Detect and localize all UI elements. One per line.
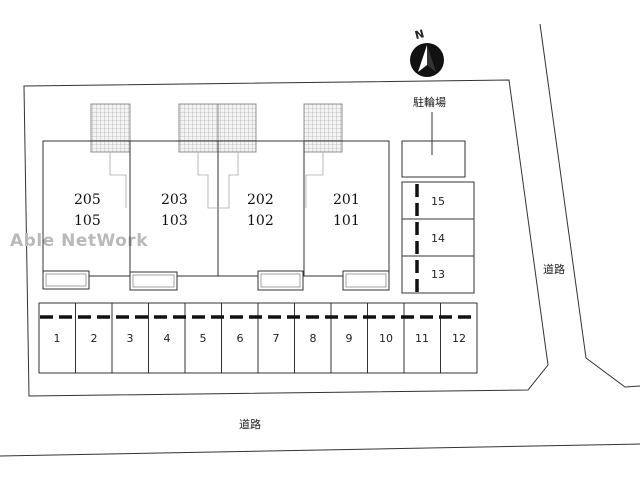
entrance-box-3-inner <box>260 273 301 288</box>
entrance-box-2-inner <box>132 274 175 288</box>
hatched-unit-2 <box>178 103 219 153</box>
stair-lines-3 <box>305 152 324 208</box>
entrance-box-2 <box>129 271 178 291</box>
parking-space-4: 4 <box>164 332 171 345</box>
side-parking-outline <box>401 181 475 294</box>
parking-space-2: 2 <box>91 332 98 345</box>
north-arrow-icon <box>410 43 444 77</box>
road-edge-right-outer <box>539 23 640 388</box>
parking-space-15: 15 <box>431 195 445 208</box>
side-parking: 15 14 13 <box>401 181 475 294</box>
hatched-unit-3 <box>217 103 257 153</box>
unit-205: 205 <box>74 192 101 208</box>
entrance-box-3 <box>257 270 304 291</box>
road-label-bottom: 道路 <box>239 417 261 431</box>
building-outline <box>42 140 390 277</box>
hatched-unit-4 <box>303 103 343 153</box>
bicycle-parking-area <box>401 140 466 178</box>
parking-row: 1 2 3 4 5 6 7 8 9 10 11 12 <box>38 302 478 374</box>
parking-space-5: 5 <box>200 332 207 345</box>
parking-space-7: 7 <box>273 332 280 345</box>
parking-space-9: 9 <box>346 332 353 345</box>
watermark: Able NetWork <box>10 231 148 251</box>
unit-203: 203 <box>161 192 188 208</box>
road-edge-bottom <box>0 443 640 457</box>
parking-space-3: 3 <box>127 332 134 345</box>
parking-space-12: 12 <box>452 332 466 345</box>
stair-lines-2 <box>197 152 239 209</box>
unit-102: 102 <box>247 213 274 229</box>
unit-202: 202 <box>247 192 274 208</box>
stair-lines-1 <box>109 152 127 208</box>
unit-201: 201 <box>333 192 360 208</box>
parking-space-1: 1 <box>54 332 61 345</box>
entrance-box-4 <box>342 270 390 291</box>
parking-space-11: 11 <box>415 332 429 345</box>
road-label-right: 道路 <box>543 262 565 276</box>
unit-101: 101 <box>333 213 360 229</box>
apartment-building: 205 105 203 103 202 102 201 101 <box>42 103 390 291</box>
compass-north-label: N <box>413 27 425 42</box>
parking-space-6: 6 <box>237 332 244 345</box>
entrance-box-1 <box>42 270 90 290</box>
parking-space-13: 13 <box>431 268 445 281</box>
entrance-box-1-inner <box>45 273 87 287</box>
site-boundary <box>23 79 549 397</box>
parking-space-8: 8 <box>310 332 317 345</box>
parking-space-14: 14 <box>431 232 445 245</box>
parking-space-10: 10 <box>379 332 393 345</box>
entrance-box-4-inner <box>345 273 387 288</box>
unit-105: 105 <box>74 213 101 229</box>
unit-103: 103 <box>161 213 188 229</box>
bicycle-parking-label: 駐輪場 <box>413 95 446 109</box>
hatched-unit-1 <box>90 103 131 153</box>
